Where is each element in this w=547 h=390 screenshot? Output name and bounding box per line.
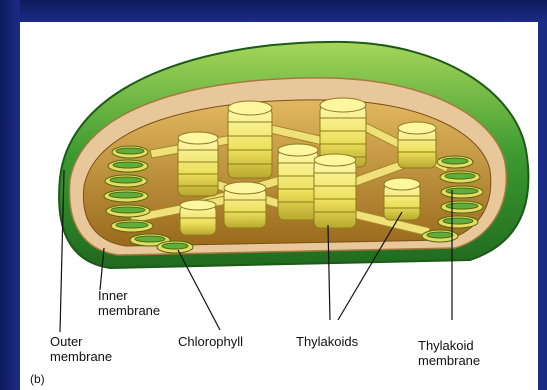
panel-label: (b): [30, 372, 45, 387]
granum-8: [384, 178, 420, 220]
thylakoid-membrane-label: Thylakoid membrane: [418, 338, 480, 368]
chlorophyll-label: Chlorophyll: [178, 334, 243, 349]
outer-membrane-label: Outer membrane: [50, 334, 112, 364]
granum-6: [314, 154, 356, 228]
granum-9: [180, 200, 216, 235]
granum-5: [278, 144, 318, 220]
granum-4: [398, 122, 436, 168]
granum-2: [228, 101, 272, 178]
thylakoids-label: Thylakoids: [296, 334, 358, 349]
granum-7: [224, 182, 266, 228]
inner-membrane-label: Inner membrane: [98, 288, 160, 318]
granum-1: [178, 132, 218, 196]
